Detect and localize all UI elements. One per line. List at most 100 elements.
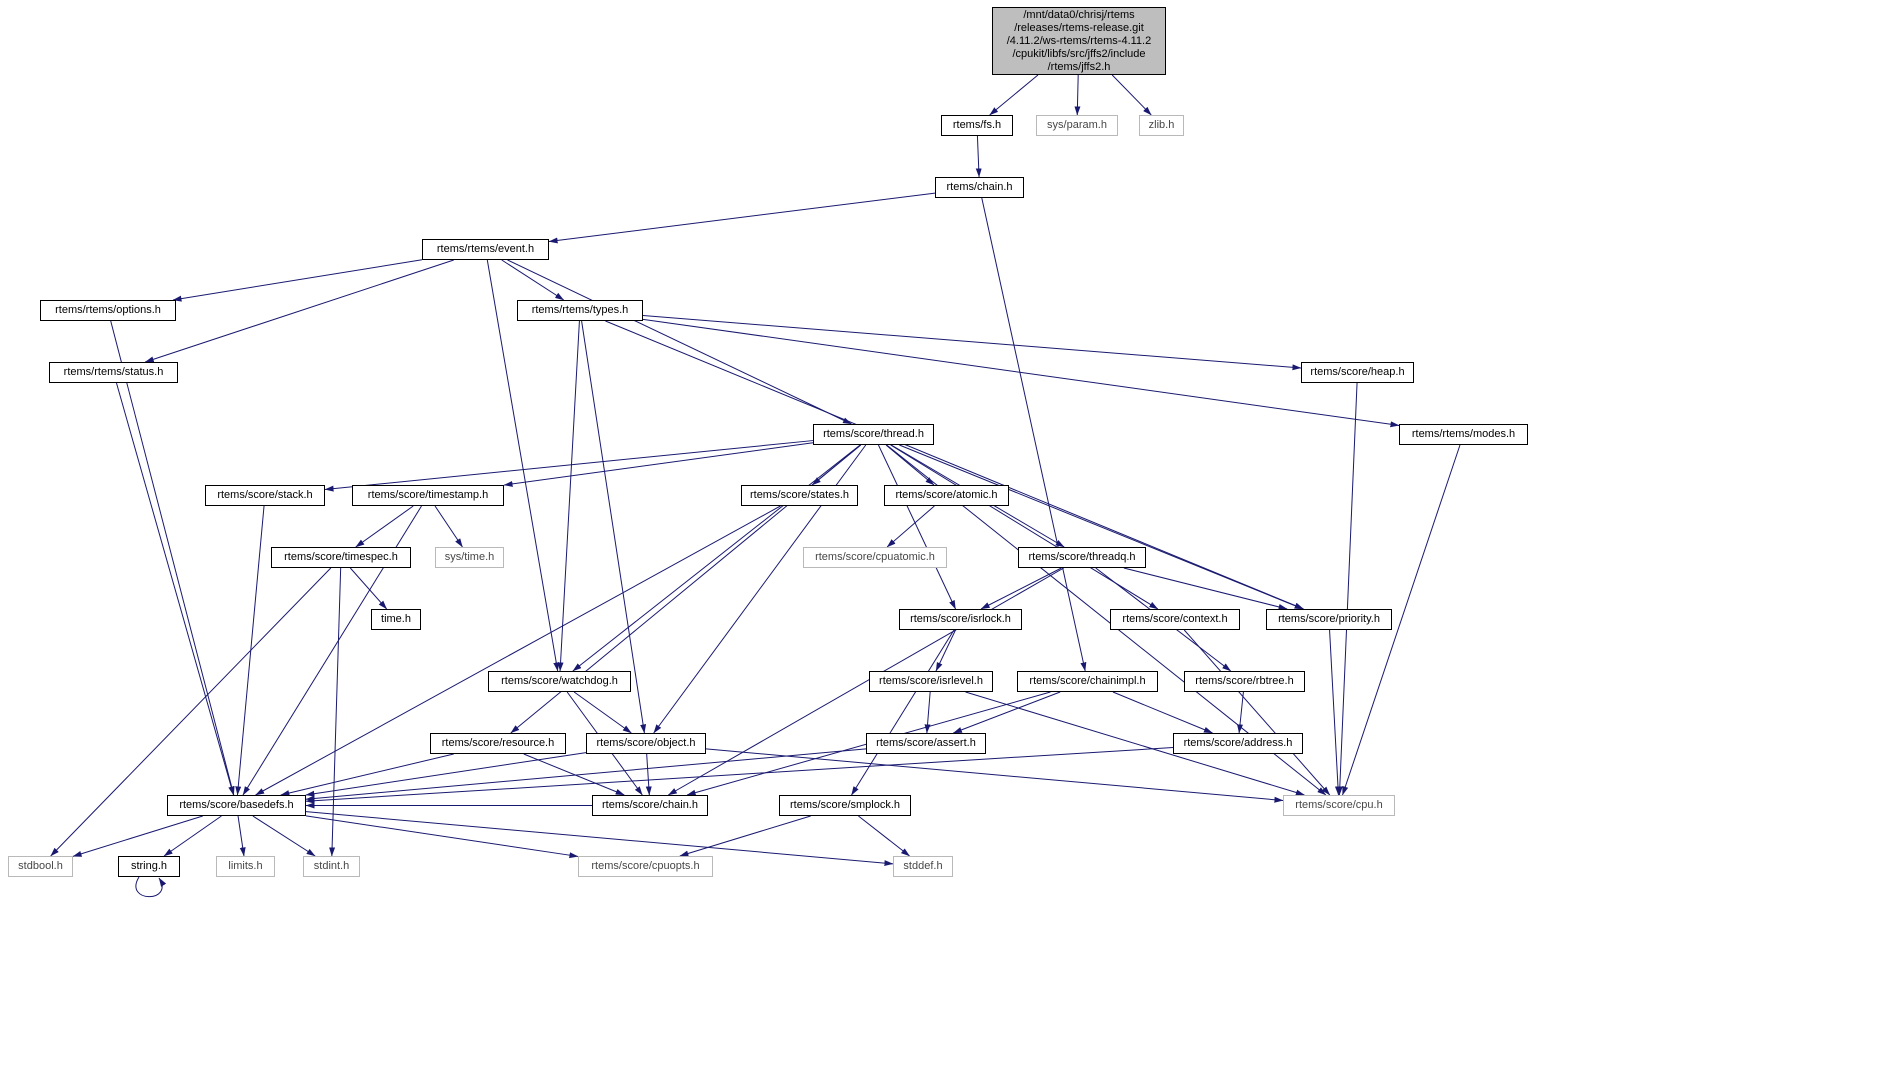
include-edge-thread--stack — [324, 440, 814, 492]
graph-node-threadq[interactable]: rtems/score/threadq.h — [1018, 547, 1146, 568]
include-edge-basedefs--limits — [237, 815, 246, 857]
graph-node-stack[interactable]: rtems/score/stack.h — [205, 485, 325, 506]
graph-node-options[interactable]: rtems/rtems/options.h — [40, 300, 176, 321]
include-edge-timespec--time — [349, 567, 388, 610]
include-edge-event--watchdog — [486, 259, 560, 672]
include-edge-atomic--cpuatomic — [886, 505, 935, 548]
graph-node-assert[interactable]: rtems/score/assert.h — [866, 733, 986, 754]
include-edge-rbtree--address — [1237, 691, 1244, 734]
include-edge-context--cpu — [1183, 629, 1331, 796]
include-edge-event--options — [172, 259, 423, 302]
graph-node-isrlevel[interactable]: rtems/score/isrlevel.h — [869, 671, 993, 692]
include-edge-watchdog--object — [573, 691, 632, 734]
include-edge-isrlock--isrlevel — [935, 629, 956, 672]
include-edge-chainimpl--address — [1112, 691, 1213, 734]
graph-node-object[interactable]: rtems/score/object.h — [586, 733, 706, 754]
include-edge-root--fs — [989, 74, 1039, 116]
include-edge-isrlevel--cpu — [965, 691, 1305, 796]
include-edge-chain-api--event — [548, 192, 936, 244]
include-edge-thread--atomic — [885, 444, 935, 486]
graph-node-stdbool[interactable]: stdbool.h — [8, 856, 73, 877]
graph-node-string[interactable]: string.h — [118, 856, 180, 877]
graph-node-event[interactable]: rtems/rtems/event.h — [422, 239, 549, 260]
include-edge-types--object — [581, 320, 647, 734]
include-edge-timestamp--timespec — [355, 505, 414, 548]
graph-node-smplock[interactable]: rtems/score/smplock.h — [779, 795, 911, 816]
include-edge-resource--basedefs — [280, 753, 454, 796]
include-edge-assert--basedefs — [305, 748, 867, 802]
include-edge-smplock--cpuopts — [679, 815, 811, 857]
include-edge-fs--chain-api — [975, 135, 982, 178]
include-edge-basedefs--stddef — [305, 811, 894, 867]
graph-node-atomic[interactable]: rtems/score/atomic.h — [884, 485, 1009, 506]
graph-node-states[interactable]: rtems/score/states.h — [741, 485, 858, 506]
include-edge-object--cpu — [705, 748, 1284, 803]
graph-node-cpu[interactable]: rtems/score/cpu.h — [1283, 795, 1395, 816]
graph-node-types[interactable]: rtems/rtems/types.h — [517, 300, 643, 321]
graph-node-priority[interactable]: rtems/score/priority.h — [1266, 609, 1392, 630]
include-edge-threadq--isrlock — [980, 567, 1062, 610]
include-edge-root--sys-param — [1074, 74, 1081, 116]
include-edge-types--modes — [642, 318, 1400, 428]
include-edge-types--priority — [605, 320, 1304, 610]
graph-node-timestamp[interactable]: rtems/score/timestamp.h — [352, 485, 504, 506]
include-edge-basedefs--cpuopts — [305, 815, 579, 859]
graph-node-cpuatomic[interactable]: rtems/score/cpuatomic.h — [803, 547, 947, 568]
include-edge-states--basedefs — [255, 505, 781, 796]
include-edge-threadq--priority — [1123, 567, 1288, 610]
include-edge-thread--priority — [899, 444, 1304, 610]
graph-node-watchdog[interactable]: rtems/score/watchdog.h — [488, 671, 631, 692]
include-edge-string--string — [135, 876, 167, 898]
include-edge-types--heap — [642, 315, 1302, 371]
include-edge-thread--watchdog — [572, 444, 861, 672]
graph-node-heap[interactable]: rtems/score/heap.h — [1301, 362, 1414, 383]
include-edge-object--basedefs — [305, 752, 587, 797]
include-edge-event--status — [144, 259, 454, 363]
graph-node-timespec[interactable]: rtems/score/timespec.h — [271, 547, 411, 568]
graph-node-chain-api[interactable]: rtems/chain.h — [935, 177, 1024, 198]
graph-node-limits[interactable]: limits.h — [216, 856, 275, 877]
graph-node-isrlock[interactable]: rtems/score/isrlock.h — [899, 609, 1022, 630]
include-edge-thread--timestamp — [503, 442, 814, 487]
include-edge-isrlock--smplock — [851, 629, 955, 796]
graph-node-chainimpl[interactable]: rtems/score/chainimpl.h — [1017, 671, 1158, 692]
graph-node-rbtree[interactable]: rtems/score/rbtree.h — [1184, 671, 1305, 692]
include-edge-status--basedefs — [116, 382, 235, 796]
include-edge-chain-api--chainimpl — [981, 197, 1087, 672]
include-edge-event--thread — [507, 259, 852, 425]
graph-node-basedefs[interactable]: rtems/score/basedefs.h — [167, 795, 306, 816]
graph-node-root: /mnt/data0/chrisj/rtems /releases/rtems-… — [992, 7, 1166, 75]
graph-node-stddef[interactable]: stddef.h — [893, 856, 953, 877]
graph-node-thread[interactable]: rtems/score/thread.h — [813, 424, 934, 445]
include-edge-timespec--stdbool — [50, 567, 332, 857]
graph-node-cpuopts[interactable]: rtems/score/cpuopts.h — [578, 856, 713, 877]
graph-node-address[interactable]: rtems/score/address.h — [1173, 733, 1303, 754]
graph-node-zlib[interactable]: zlib.h — [1139, 115, 1184, 136]
graph-node-sys-param[interactable]: sys/param.h — [1036, 115, 1118, 136]
include-edge-smplock--stddef — [858, 815, 910, 857]
graph-node-modes[interactable]: rtems/rtems/modes.h — [1399, 424, 1528, 445]
include-edge-timespec--stdint — [329, 567, 342, 857]
graph-node-status[interactable]: rtems/rtems/status.h — [49, 362, 178, 383]
include-edge-event--types — [501, 259, 565, 301]
graph-node-fs[interactable]: rtems/fs.h — [941, 115, 1013, 136]
include-edge-isrlevel--assert — [924, 691, 931, 734]
graph-node-chain-score[interactable]: rtems/score/chain.h — [592, 795, 708, 816]
graph-node-context[interactable]: rtems/score/context.h — [1110, 609, 1240, 630]
graph-node-time[interactable]: time.h — [371, 609, 421, 630]
include-edge-options--basedefs — [110, 320, 235, 796]
include-edge-basedefs--stdbool — [72, 815, 203, 857]
graph-node-stdint[interactable]: stdint.h — [303, 856, 360, 877]
include-edge-address--basedefs — [305, 747, 1174, 804]
include-edge-priority--cpu — [1329, 629, 1341, 796]
include-edge-object--chain-score — [645, 753, 652, 796]
graph-node-sys-time[interactable]: sys/time.h — [435, 547, 504, 568]
include-edge-root--zlib — [1111, 74, 1152, 116]
graph-node-resource[interactable]: rtems/score/resource.h — [430, 733, 566, 754]
include-edge-thread--isrlock — [877, 444, 957, 610]
include-edge-basedefs--stdint — [252, 815, 316, 857]
include-edge-modes--cpu — [1342, 444, 1461, 796]
include-edge-resource--chain-score — [523, 753, 625, 796]
